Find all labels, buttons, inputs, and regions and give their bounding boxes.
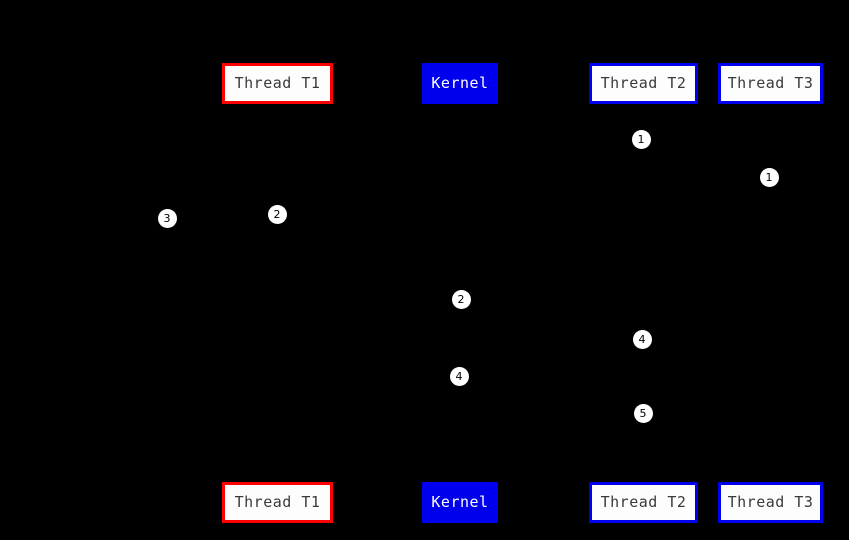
sequence-badge: 1: [631, 129, 651, 149]
lifeline-group: [276, 104, 771, 482]
arrowhead-group: [272, 104, 775, 487]
participant-box-kernel-bottom[interactable]: Kernel: [422, 482, 498, 523]
participant-label-t3-top: Thread T3: [727, 74, 814, 92]
participant-label-t2-top: Thread T2: [600, 74, 687, 92]
sequence-badge: 1: [759, 167, 779, 187]
sequence-badge: 4: [632, 329, 652, 349]
arrowhead-notch: [765, 104, 775, 109]
sequence-badge: 2: [451, 289, 471, 309]
participant-label-kernel-bottom: Kernel: [431, 493, 489, 511]
arrowhead-notch: [272, 104, 282, 109]
participant-label-t1-bottom: Thread T1: [234, 493, 321, 511]
arrowhead-notch: [638, 104, 648, 109]
participant-label-kernel-top: Kernel: [431, 74, 489, 92]
sequence-badge: 2: [267, 204, 287, 224]
participant-box-t1-bottom[interactable]: Thread T1: [222, 482, 333, 523]
participant-box-t2-top[interactable]: Thread T2: [589, 63, 698, 104]
participant-box-t2-bottom[interactable]: Thread T2: [589, 482, 698, 523]
participant-box-t1-top[interactable]: Thread T1: [222, 63, 333, 104]
arrowhead-notch: [455, 104, 465, 109]
participant-label-t2-bottom: Thread T2: [600, 493, 687, 511]
participant-label-t1-top: Thread T1: [234, 74, 321, 92]
participant-box-t3-top[interactable]: Thread T3: [718, 63, 823, 104]
sequence-badge: 3: [157, 208, 177, 228]
sequence-badge: 5: [633, 403, 653, 423]
sequence-badge: 4: [449, 366, 469, 386]
participant-box-kernel-top[interactable]: Kernel: [422, 63, 498, 104]
participant-label-t3-bottom: Thread T3: [727, 493, 814, 511]
participant-box-t3-bottom[interactable]: Thread T3: [718, 482, 823, 523]
